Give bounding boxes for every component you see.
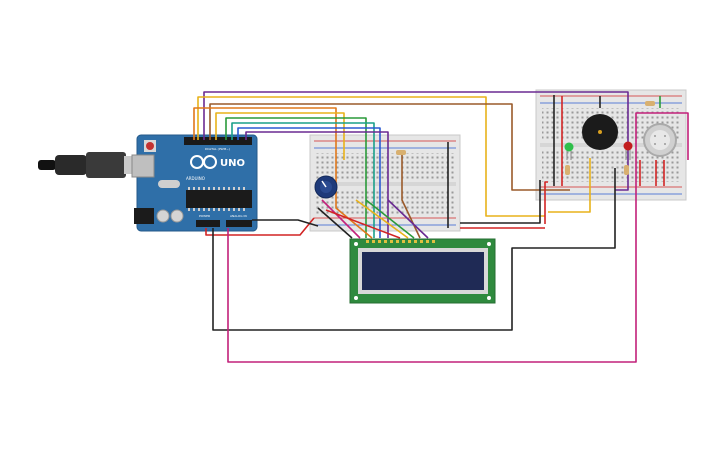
resistor-4: [624, 165, 629, 175]
wire-green[interactable]: [225, 117, 367, 238]
gas-sensor[interactable]: [643, 123, 677, 157]
resistor-2: [645, 101, 655, 106]
analog-header[interactable]: [226, 220, 252, 227]
power-header[interactable]: [196, 220, 220, 227]
wire-yellow[interactable]: [197, 96, 545, 217]
usb-cable[interactable]: [38, 152, 138, 178]
wire-blue[interactable]: [237, 127, 381, 238]
wire-lcd-5[interactable]: [325, 209, 401, 239]
power-jack: [134, 208, 154, 224]
arduino-uno-board[interactable]: UNO ARDUINO DIGITAL (PWM~) POWER ANALOG …: [131, 134, 258, 232]
wire-lcd-8[interactable]: [387, 199, 429, 239]
wire-black-2[interactable]: [252, 219, 319, 227]
power-header-label: POWER: [199, 214, 210, 218]
crystal: [158, 180, 180, 188]
lcd-16x2[interactable]: [349, 238, 496, 304]
wire-yellow-2[interactable]: [215, 112, 345, 160]
wire-black[interactable]: [212, 168, 616, 331]
board-model-label: UNO: [220, 158, 245, 169]
capacitor-1: [156, 209, 170, 223]
resistor-3: [565, 165, 570, 175]
wire-black-3[interactable]: [460, 180, 541, 224]
digital-header[interactable]: [184, 137, 252, 145]
wire-teal[interactable]: [231, 122, 375, 238]
wire-yellow-3[interactable]: [548, 158, 591, 213]
potentiometer-knob[interactable]: [314, 175, 338, 199]
wire-brown[interactable]: [209, 103, 570, 191]
digital-header-label: DIGITAL (PWM~): [205, 147, 230, 151]
led-green[interactable]: [564, 142, 574, 161]
analog-header-label: ANALOG IN: [230, 214, 247, 218]
reset-button-cap[interactable]: [146, 142, 154, 150]
usb-jack: [131, 154, 155, 178]
wire-lcd-7[interactable]: [365, 199, 415, 239]
wires[interactable]: [193, 91, 689, 363]
wire-lcd-4[interactable]: [317, 207, 353, 239]
wire-orange[interactable]: [193, 107, 337, 160]
atmega-chip: [186, 190, 252, 208]
wire-magenta[interactable]: [227, 112, 689, 363]
arduino-logo-icon: [190, 155, 217, 169]
resistor-1: [396, 150, 406, 155]
wire-red-2[interactable]: [544, 181, 548, 224]
wire-red[interactable]: [205, 217, 315, 236]
board-brand-label: ARDUINO: [186, 176, 205, 181]
capacitor-2: [170, 209, 184, 223]
wire-lcd-1[interactable]: [335, 160, 373, 239]
led-red[interactable]: [623, 141, 633, 161]
piezo-buzzer[interactable]: [582, 114, 618, 150]
wire-lcd-6[interactable]: [355, 199, 409, 239]
wire-purple-2[interactable]: [245, 131, 389, 238]
wire-lcd-3[interactable]: [321, 199, 361, 239]
